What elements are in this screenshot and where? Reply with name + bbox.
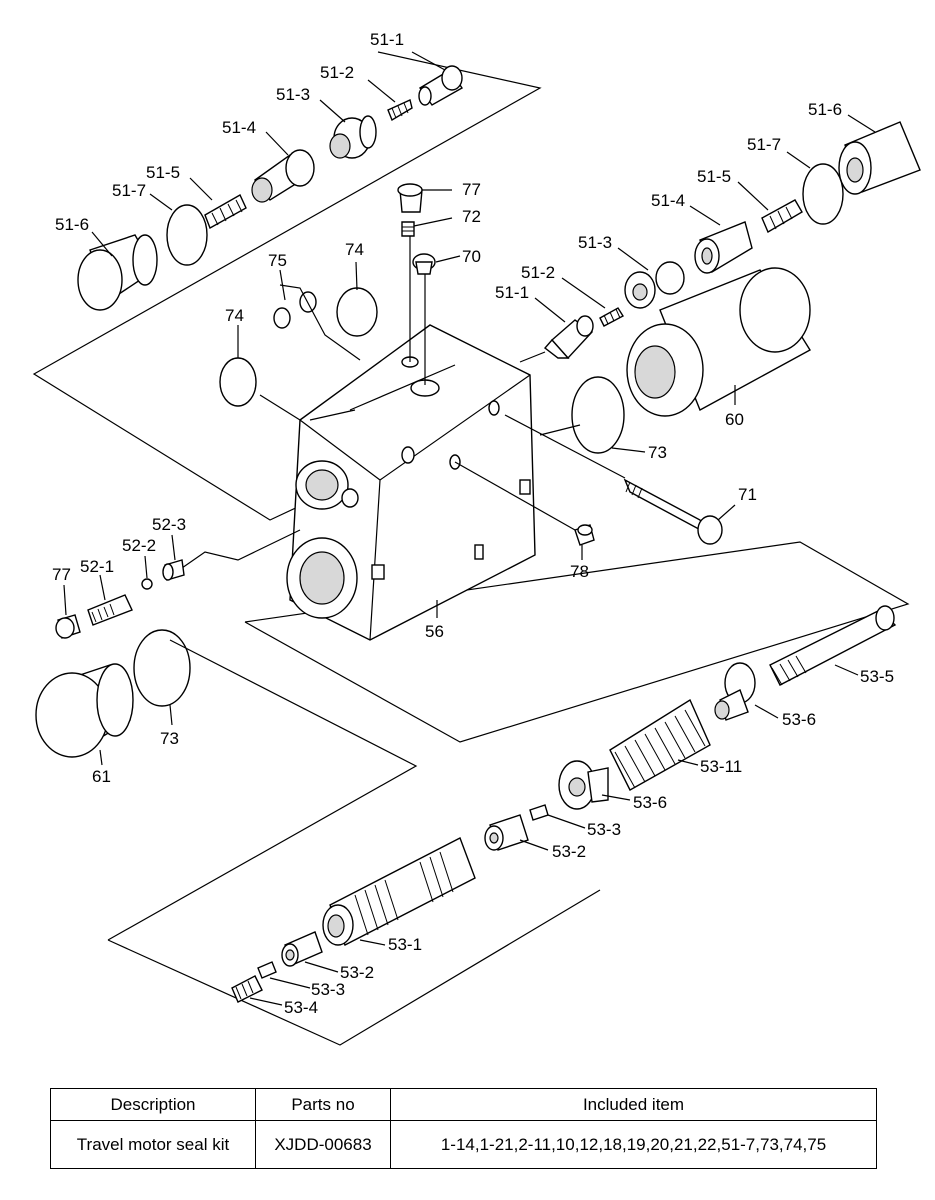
callout-53-2-lower: 53-2 <box>340 963 374 982</box>
callout-74-upper: 74 <box>345 240 364 259</box>
part-51-4-right <box>694 221 753 274</box>
oring-73-right <box>571 376 625 454</box>
callout-77-top: 77 <box>462 180 481 199</box>
part-53-4 <box>231 975 263 1003</box>
part-61-plug <box>35 663 134 758</box>
callout-53-2-upper: 53-2 <box>552 842 586 861</box>
cell-parts-no: XJDD-00683 <box>255 1120 391 1169</box>
part-51-3-top <box>329 115 377 159</box>
callout-51-4: 51-4 <box>222 118 256 137</box>
oring-74-lower <box>219 357 257 407</box>
callout-61: 61 <box>92 767 111 786</box>
callout-52-2: 52-2 <box>122 536 156 555</box>
part-78-pin <box>574 524 595 546</box>
callout-51-5: 51-5 <box>146 163 180 182</box>
callout-77-left: 77 <box>52 565 71 584</box>
callout-53-11: 53-11 <box>700 757 742 776</box>
column-header-parts-no: Parts no <box>255 1088 391 1121</box>
callout-53-6-upper: 53-6 <box>782 710 816 729</box>
part-51-5-right <box>761 199 803 234</box>
part-51-1-right <box>543 315 594 360</box>
part-51-4-top <box>251 149 315 203</box>
part-53-3-upper <box>529 804 549 821</box>
part-52-1 <box>87 594 133 626</box>
callout-51-3-right: 51-3 <box>578 233 612 252</box>
callout-71: 71 <box>738 485 757 504</box>
part-52-3 <box>162 559 185 581</box>
part-51-2-right <box>599 307 624 327</box>
part-53-6-upper <box>714 662 756 721</box>
callout-51-4-right: 51-4 <box>651 191 685 210</box>
part-51-5-top <box>204 194 247 230</box>
callout-51-6-right: 51-6 <box>808 100 842 119</box>
part-53-2-upper <box>484 814 529 851</box>
housing-56 <box>286 324 536 641</box>
part-53-6-lower <box>558 760 609 810</box>
callout-53-1: 53-1 <box>388 935 422 954</box>
callout-78: 78 <box>570 562 589 581</box>
column-header-description: Description <box>50 1088 256 1121</box>
callout-75: 75 <box>268 251 287 270</box>
callout-53-5: 53-5 <box>860 667 894 686</box>
upper-left-group-outline <box>32 51 542 521</box>
callout-60: 60 <box>725 410 744 429</box>
cell-description: Travel motor seal kit <box>50 1120 256 1169</box>
part-77-top <box>397 183 423 213</box>
part-60-cylinder <box>626 267 811 417</box>
part-52-2-ball <box>141 578 153 590</box>
part-71-bolt <box>623 478 723 545</box>
lower-group-outline <box>244 541 910 743</box>
callout-70: 70 <box>462 247 481 266</box>
callout-52-1: 52-1 <box>80 557 114 576</box>
oring-74-upper <box>336 287 378 337</box>
callout-72: 72 <box>462 207 481 226</box>
callout-51-6: 51-6 <box>55 215 89 234</box>
callout-51-1-right: 51-1 <box>495 283 529 302</box>
callout-53-3-lower: 53-3 <box>311 980 345 999</box>
part-51-6-left <box>77 234 158 311</box>
callout-52-3: 52-3 <box>152 515 186 534</box>
seal-kit-table: Description Parts no Included item Trave… <box>50 1088 877 1169</box>
callout-53-6-lower: 53-6 <box>633 793 667 812</box>
callout-73-right: 73 <box>648 443 667 462</box>
part-77-left <box>55 614 81 639</box>
part-70 <box>412 253 436 275</box>
callout-51-5-right: 51-5 <box>697 167 731 186</box>
cell-included-item: 1-14,1-21,2-11,10,12,18,19,20,21,22,51-7… <box>390 1120 877 1169</box>
oring-75a <box>273 307 291 329</box>
part-53-5 <box>769 605 897 686</box>
part-53-3-lower <box>257 961 277 979</box>
callout-51-2: 51-2 <box>320 63 354 82</box>
callout-51-7-right: 51-7 <box>747 135 781 154</box>
callout-51-7: 51-7 <box>112 181 146 200</box>
oring-51-7-right <box>802 163 844 225</box>
part-51-2-top <box>387 99 413 122</box>
callout-74-lower: 74 <box>225 306 244 325</box>
callout-56: 56 <box>425 622 444 641</box>
oring-73-left <box>133 629 191 707</box>
table-row: Travel motor seal kit XJDD-00683 1-14,1-… <box>50 1120 877 1169</box>
callout-51-2-right: 51-2 <box>521 263 555 282</box>
table-header-row: Description Parts no Included item <box>50 1088 877 1121</box>
oring-75b <box>299 291 317 313</box>
part-51-3-right <box>624 261 685 309</box>
part-53-1-spool <box>322 837 476 946</box>
part-51-1-top <box>418 65 463 106</box>
part-53-11-spring <box>609 698 711 791</box>
column-header-included-item: Included item <box>390 1088 877 1121</box>
callout-53-4: 53-4 <box>284 998 318 1017</box>
callout-51-3: 51-3 <box>276 85 310 104</box>
part-51-6-right <box>838 121 921 195</box>
oring-51-7-top <box>166 204 208 266</box>
part-53-2-lower <box>281 931 323 967</box>
callout-53-3-upper: 53-3 <box>587 820 621 839</box>
callout-51-1: 51-1 <box>370 30 404 49</box>
callout-73-left: 73 <box>160 729 179 748</box>
part-72 <box>401 221 415 237</box>
exploded-parts-diagram: 56 51-1 51-2 51-3 51-4 51-5 51- <box>32 30 921 1046</box>
bottom-group-outline <box>107 639 601 1046</box>
